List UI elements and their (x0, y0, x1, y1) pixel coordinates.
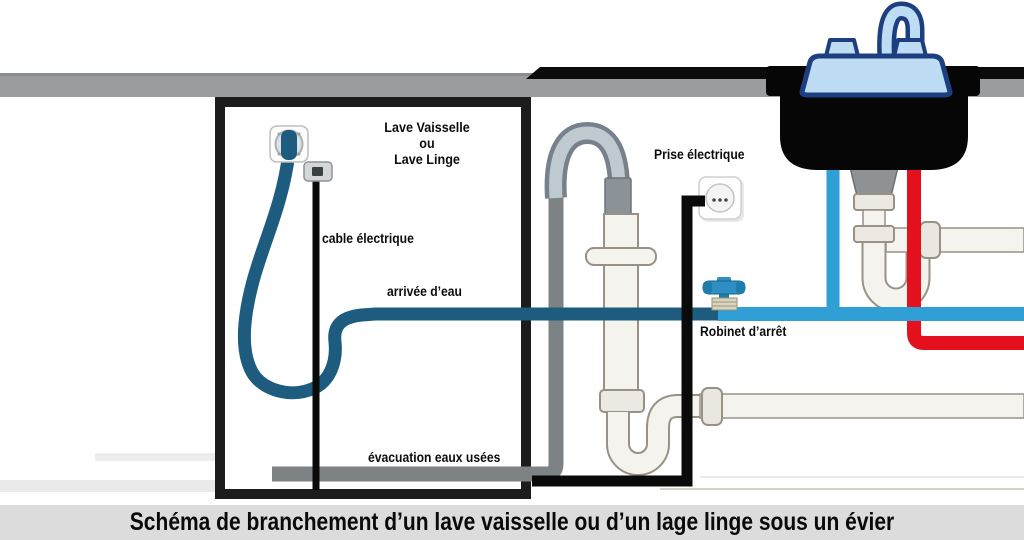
floor-shadows (0, 453, 1024, 492)
label-shutoff-valve: Robinet d’arrêt (700, 324, 787, 339)
hot-water-pipe (907, 168, 1024, 350)
caption-text: Schéma de branchement d’un lave vaissell… (129, 508, 895, 536)
label-machine-line3: Lave Linge (394, 151, 460, 167)
wall-outlet-icon (698, 176, 744, 222)
label-machine-line2: ou (419, 135, 435, 151)
label-machine-line1: Lave Vaisselle (384, 119, 470, 135)
sink-basin (780, 78, 968, 170)
label-water-inlet: arrivée d’eau (387, 284, 462, 299)
appliance-box (215, 97, 531, 499)
supply-hose (238, 145, 729, 400)
caption-bar: Schéma de branchement d’un lave vaissell… (0, 505, 1024, 540)
drain-hose (272, 182, 564, 482)
pipe-coupling (919, 221, 941, 259)
label-power-cable: cable électrique (322, 231, 414, 246)
standpipe (585, 213, 657, 395)
cold-water-pipe (718, 168, 1024, 321)
pipe-coupling (701, 387, 723, 426)
shutoff-valve-icon (702, 277, 746, 311)
label-waste-drain: évacuation eaux usées (368, 450, 501, 465)
label-machine-title: Lave Vaisselle ou Lave Linge (346, 119, 508, 167)
inlet-fitting (269, 125, 309, 163)
standpipe-flange (585, 247, 657, 266)
power-cable (532, 195, 705, 487)
cable-connector (303, 161, 333, 182)
faucet-icon (799, 53, 953, 98)
sink-trap (848, 162, 1024, 313)
gooseneck-drain (544, 121, 632, 217)
kitchen-sink-icon (766, 1, 980, 170)
label-outlet: Prise électrique (654, 147, 745, 162)
standpipe-trap (599, 387, 1024, 476)
